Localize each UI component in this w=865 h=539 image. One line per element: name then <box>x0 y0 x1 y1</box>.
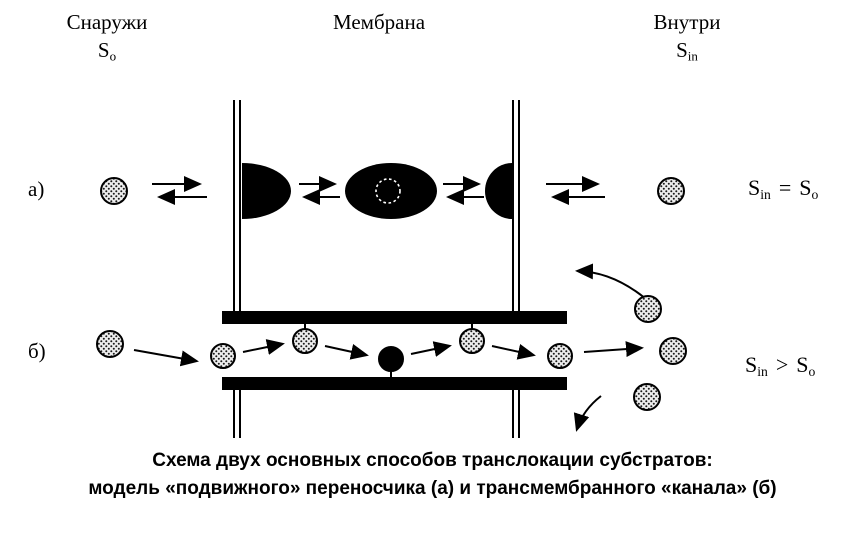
carrier-half-disc-right <box>485 163 512 219</box>
caption-line-1: Схема двух основных способов транслокаци… <box>152 450 713 471</box>
eq-a-rhs-sub: o <box>811 186 819 202</box>
row-b-label: б) <box>28 339 46 363</box>
reversible-arrows-2 <box>299 176 340 205</box>
eq-a-lhs-sub: in <box>760 186 771 202</box>
reversible-arrows-3 <box>443 176 484 205</box>
substrate-inside-top <box>634 295 662 323</box>
inside-symbol: Sin <box>676 38 698 65</box>
substrate-inside-bottom <box>633 383 661 411</box>
eq-a-lhs: S <box>748 175 761 200</box>
substrate-channel-4 <box>459 328 485 354</box>
outside-symbol-s: S <box>97 38 110 62</box>
outside-symbol: So <box>98 38 116 65</box>
substrate-channel-3 <box>378 346 404 372</box>
inside-symbol-sub: in <box>687 48 698 64</box>
equation-row-b: Sin > So <box>745 352 815 380</box>
outside-symbol-sub: o <box>109 48 117 64</box>
reversible-arrows-4 <box>546 176 605 205</box>
inside-symbol-s: S <box>676 38 688 62</box>
equation-row-a: Sin = So <box>748 175 818 203</box>
carrier-ellipse <box>345 163 437 219</box>
eq-a-operator: = <box>778 175 792 200</box>
substrate-outside-a <box>100 177 128 205</box>
substrate-inside-mid <box>659 337 687 365</box>
row-a-shapes <box>100 163 685 219</box>
curved-arrow-up <box>575 263 647 300</box>
curved-arrow-down <box>573 395 602 432</box>
substrate-channel-2 <box>292 328 318 354</box>
substrate-channel-5 <box>547 343 573 369</box>
channel-hop-arrows <box>242 339 536 360</box>
membrane-wall-right <box>512 100 520 438</box>
eq-b-operator: > <box>775 352 789 377</box>
membrane-wall-left <box>233 100 241 438</box>
caption-line-2: модель «подвижного» переносчика (а) и тр… <box>88 478 777 499</box>
carrier-half-disc-left <box>242 163 291 219</box>
channel-bottom-bar <box>222 377 567 390</box>
eq-b-rhs: S <box>796 352 809 377</box>
inside-label: Внутри <box>653 10 721 34</box>
reversible-arrows-1 <box>152 176 207 205</box>
eq-b-lhs-sub: in <box>757 363 768 379</box>
eq-a-rhs: S <box>799 175 812 200</box>
entry-arrow <box>133 349 199 367</box>
channel-top-bar <box>222 311 567 324</box>
eq-b-rhs-sub: o <box>808 363 816 379</box>
row-b-shapes <box>96 263 687 432</box>
substrate-outside-b <box>96 330 124 358</box>
exit-arrow <box>583 341 644 358</box>
substrate-channel-1 <box>210 343 236 369</box>
membrane-label: Мембрана <box>332 10 426 34</box>
outside-label: Снаружи <box>66 10 148 34</box>
substrate-inside-a <box>657 177 685 205</box>
row-a-label: а) <box>28 177 45 201</box>
substrate-in-carrier <box>375 178 401 204</box>
eq-b-lhs: S <box>745 352 758 377</box>
